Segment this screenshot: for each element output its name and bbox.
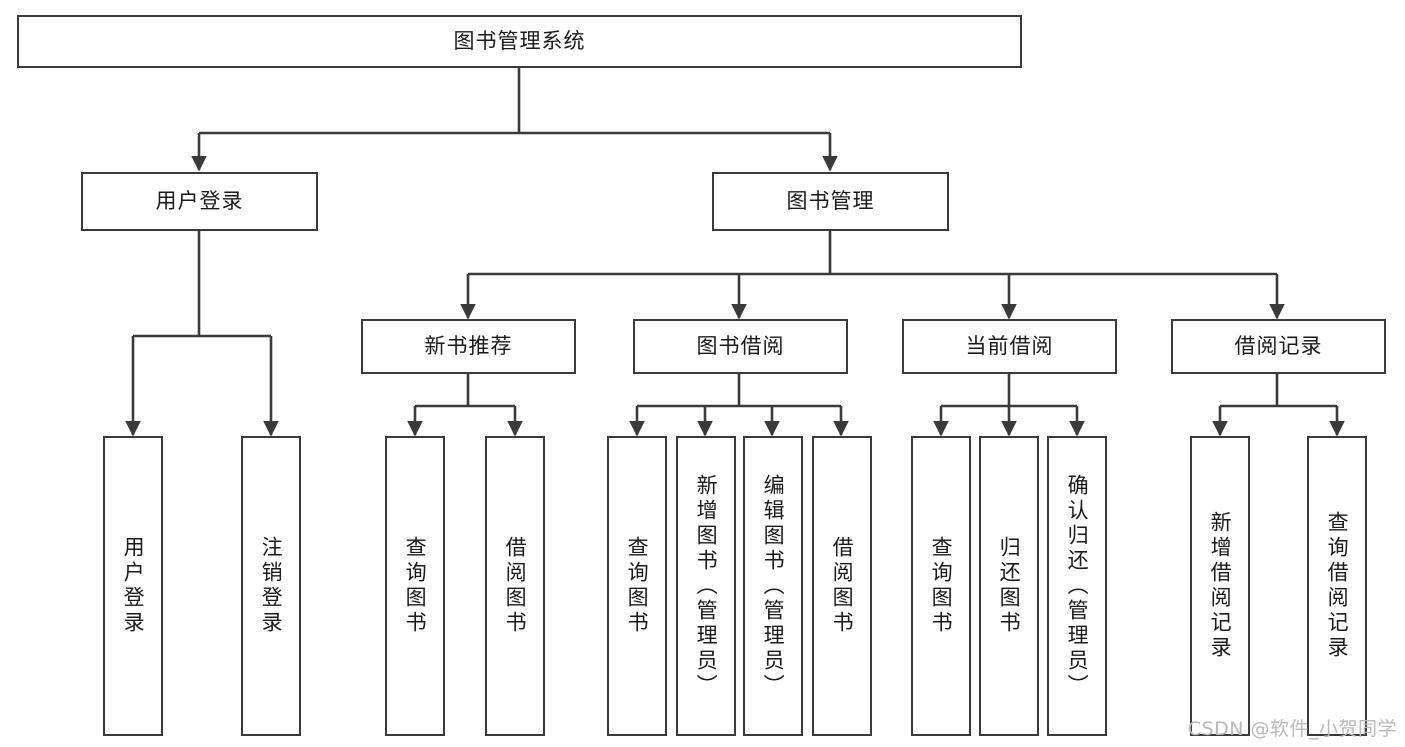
node-label: 图书管理系统 (453, 28, 586, 53)
node-label: 编辑图书（管理员） (761, 473, 786, 699)
node-label: 用户登录 (155, 188, 244, 213)
node-label: 用户登录 (121, 536, 146, 636)
watermark-csdn: CSDN @软件_小贺同学 (1187, 718, 1397, 740)
node-label: 归还图书 (997, 536, 1022, 636)
leaf-user-login-logout[interactable]: 注销登录 (241, 436, 301, 736)
leaf-current-borrow-return-book[interactable]: 归还图书 (979, 436, 1039, 736)
node-label: 确认归还（管理员） (1065, 473, 1090, 699)
leaf-new-book-borrow-book[interactable]: 借阅图书 (485, 436, 545, 736)
leaf-current-borrow-query-book[interactable]: 查询图书 (911, 436, 971, 736)
leaf-book-borrow-edit-book-admin[interactable]: 编辑图书（管理员） (743, 436, 803, 736)
node-book-borrow[interactable]: 图书借阅 (633, 319, 848, 374)
node-label: 借阅记录 (1234, 333, 1323, 358)
node-label: 借阅图书 (503, 536, 528, 636)
leaf-borrow-record-add-record[interactable]: 新增借阅记录 (1190, 436, 1250, 736)
node-user-login[interactable]: 用户登录 (81, 172, 318, 231)
node-label: 图书借阅 (696, 333, 785, 358)
node-book-management[interactable]: 图书管理 (712, 172, 949, 231)
leaf-new-book-query-book[interactable]: 查询图书 (385, 436, 445, 736)
node-label: 查询图书 (625, 536, 650, 636)
leaf-borrow-record-query-record[interactable]: 查询借阅记录 (1307, 436, 1367, 736)
leaf-book-borrow-query-book[interactable]: 查询图书 (607, 436, 667, 736)
node-label: 注销登录 (259, 536, 284, 636)
leaf-current-borrow-confirm-return-admin[interactable]: 确认归还（管理员） (1047, 436, 1107, 736)
node-label: 图书管理 (786, 188, 875, 213)
node-label: 新增图书（管理员） (694, 473, 719, 699)
leaf-user-login-login[interactable]: 用户登录 (103, 436, 163, 736)
leaf-book-borrow-borrow-book[interactable]: 借阅图书 (812, 436, 872, 736)
node-label: 查询图书 (929, 536, 954, 636)
leaf-book-borrow-add-book-admin[interactable]: 新增图书（管理员） (676, 436, 736, 736)
node-current-borrow[interactable]: 当前借阅 (902, 319, 1117, 374)
node-label: 新书推荐 (424, 333, 513, 358)
node-label: 借阅图书 (830, 536, 855, 636)
node-label: 当前借阅 (965, 333, 1054, 358)
node-new-book-recommend[interactable]: 新书推荐 (361, 319, 576, 374)
node-borrow-record[interactable]: 借阅记录 (1171, 319, 1386, 374)
node-label: 新增借阅记录 (1208, 511, 1233, 661)
node-label: 查询借阅记录 (1325, 511, 1350, 661)
node-root-book-management-system[interactable]: 图书管理系统 (17, 15, 1022, 68)
node-label: 查询图书 (403, 536, 428, 636)
